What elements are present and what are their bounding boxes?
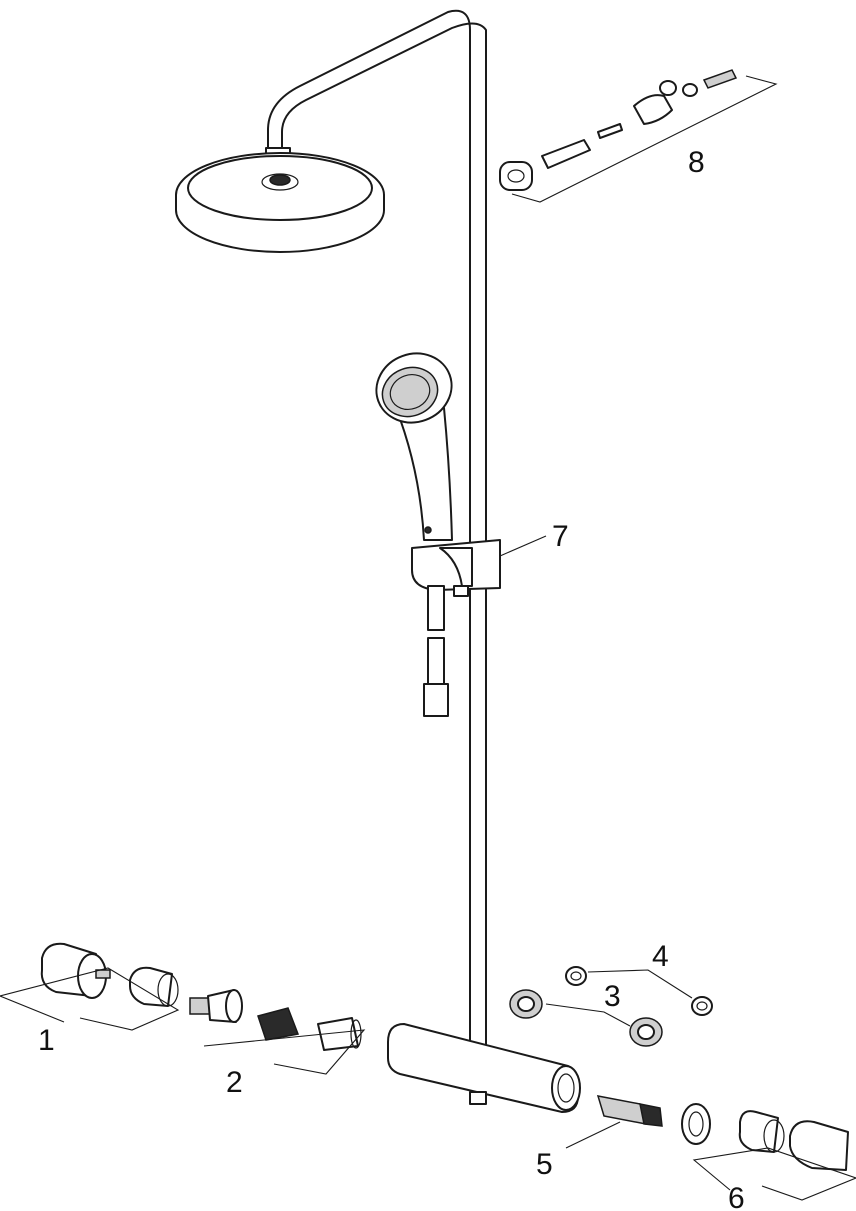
thermostat-body bbox=[387, 1023, 581, 1113]
callout-number-8: 8 bbox=[688, 146, 705, 179]
part-group-2 bbox=[189, 989, 366, 1075]
callout-number-4: 4 bbox=[652, 940, 669, 973]
part-group-6 bbox=[681, 1103, 856, 1201]
part-group-3 bbox=[509, 989, 663, 1047]
callout-number-1: 1 bbox=[38, 1024, 55, 1057]
part-group-8 bbox=[499, 69, 778, 203]
part-group-5 bbox=[565, 1095, 663, 1149]
callout-number-5: 5 bbox=[536, 1148, 553, 1181]
callout-number-6: 6 bbox=[728, 1182, 745, 1211]
part-group-1 bbox=[0, 942, 180, 1031]
callout-7-leader bbox=[499, 535, 547, 557]
slide-holder bbox=[411, 539, 501, 597]
callout-number-3: 3 bbox=[604, 980, 621, 1013]
part-group-4 bbox=[565, 966, 713, 1016]
hand-shower bbox=[375, 352, 453, 541]
callout-number-2: 2 bbox=[226, 1066, 243, 1099]
overhead-shower-head bbox=[175, 147, 385, 253]
callout-number-7: 7 bbox=[552, 520, 569, 553]
shower-hose bbox=[423, 585, 449, 717]
